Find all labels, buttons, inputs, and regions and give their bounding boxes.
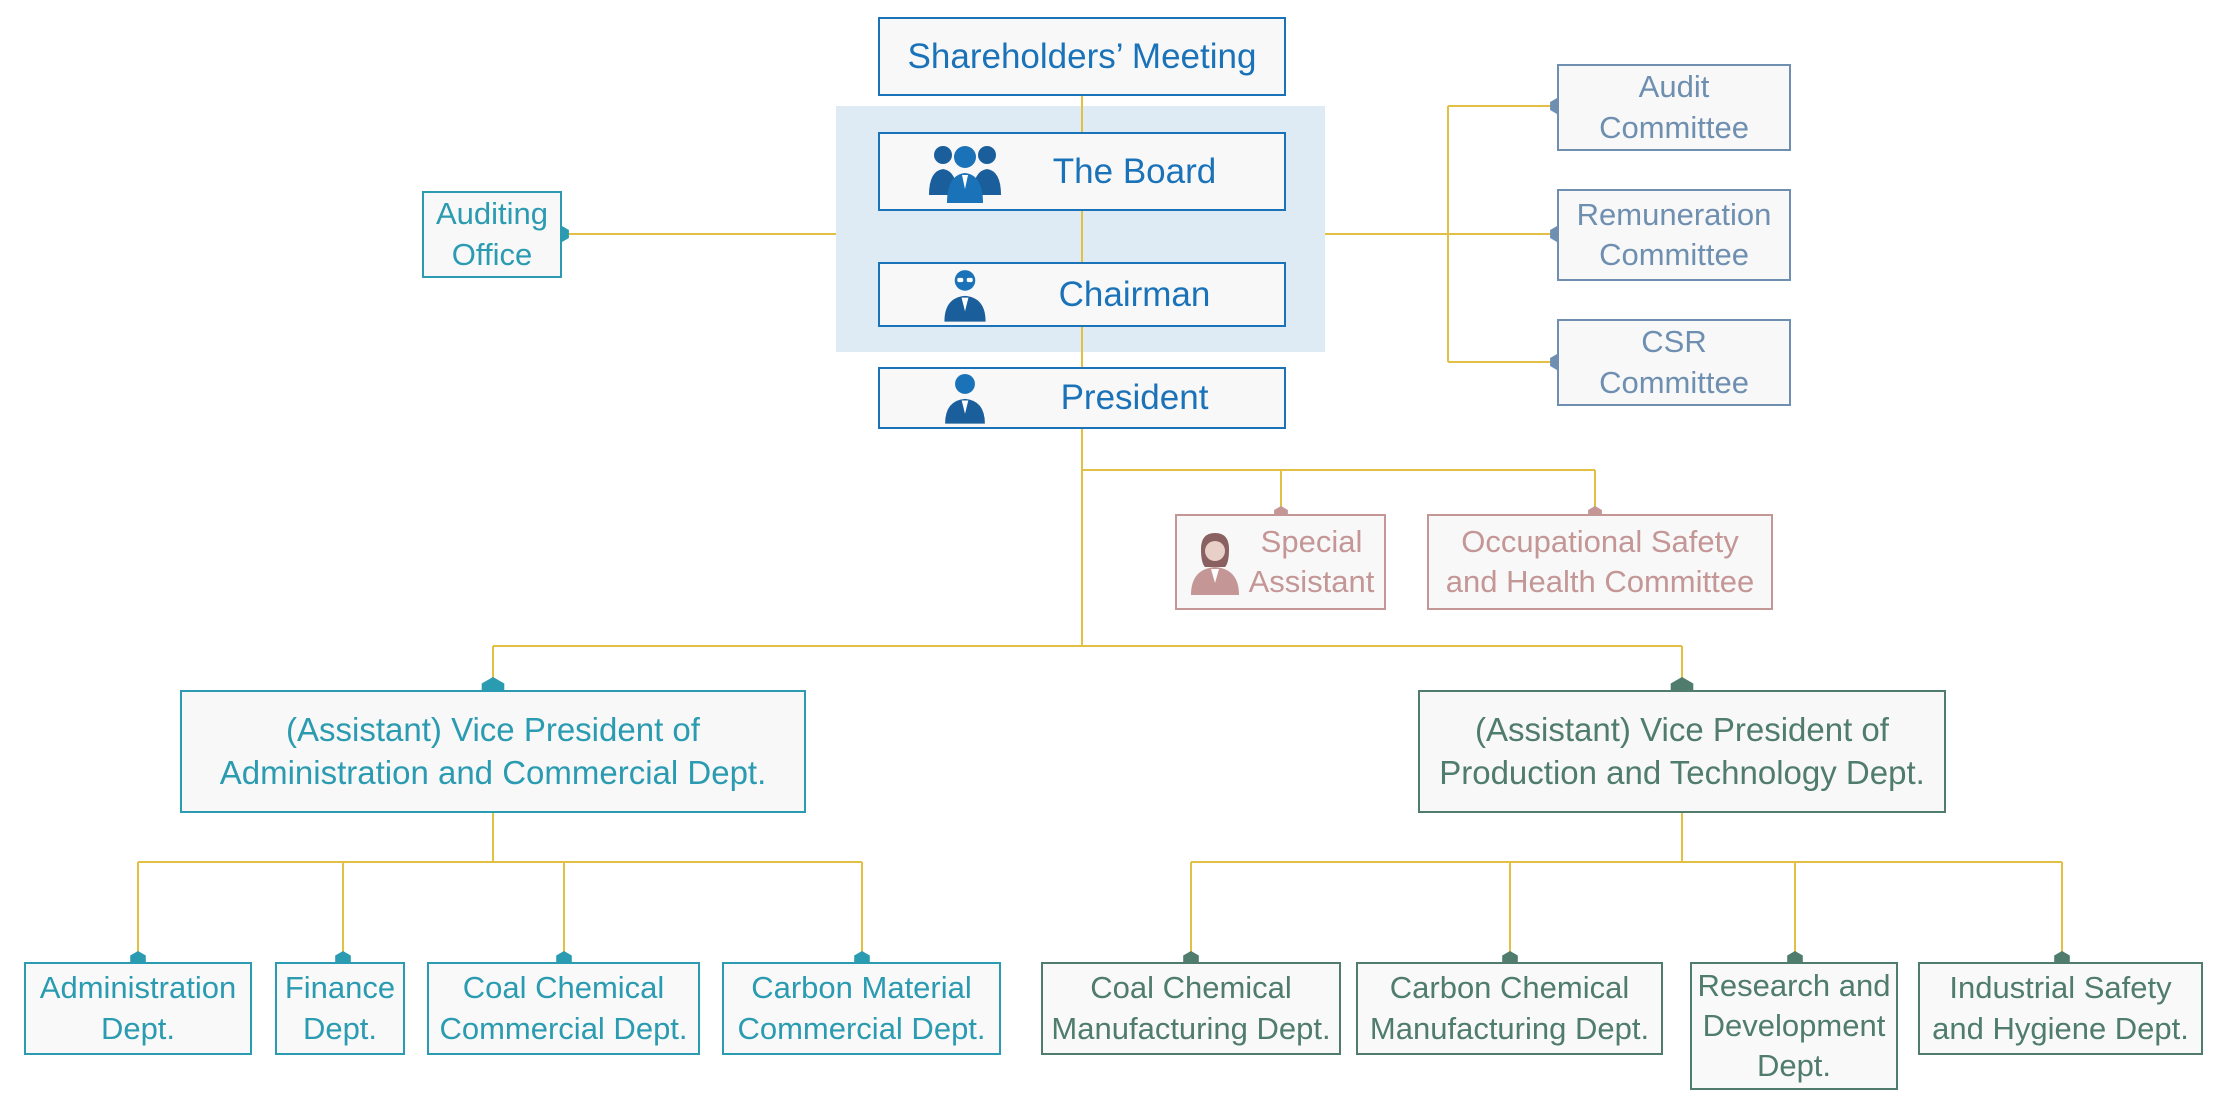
coal-chemical-commercial-dept-box[interactable]: Coal Chemical Commercial Dept. [427, 962, 700, 1055]
research-development-dept-box[interactable]: Research and Development Dept. [1690, 962, 1898, 1090]
special-assistant-label: Special Assistant [1248, 523, 1375, 599]
audit-committee-label: Audit Committee [1599, 69, 1749, 145]
chairman-label: Chairman [1058, 274, 1211, 314]
shareholders-meeting-label: Shareholders’ Meeting [907, 36, 1257, 76]
carbon-chemical-manufacturing-dept-label: Carbon Chemical Manufacturing Dept. [1369, 970, 1650, 1046]
industrial-safety-hygiene-dept-box[interactable]: Industrial Safety and Hygiene Dept. [1918, 962, 2203, 1055]
vp-production-technology-box[interactable]: (Assistant) Vice President of Production… [1418, 690, 1946, 813]
businessman-glasses-icon [944, 269, 986, 322]
osh-committee-label: Occupational Safety and Health Committee [1445, 523, 1755, 599]
shareholders-meeting-box[interactable]: Shareholders’ Meeting [878, 17, 1286, 96]
president-label: President [1060, 378, 1209, 418]
carbon-chemical-manufacturing-dept-box[interactable]: Carbon Chemical Manufacturing Dept. [1356, 962, 1663, 1055]
research-development-dept-label: Research and Development Dept. [1697, 967, 1891, 1084]
industrial-safety-hygiene-dept-label: Industrial Safety and Hygiene Dept. [1932, 970, 2189, 1046]
president-box[interactable]: President [878, 367, 1286, 429]
audit-committee-box[interactable]: Audit Committee [1557, 64, 1791, 151]
businesswoman-icon [1191, 533, 1239, 595]
businessman-icon [945, 373, 985, 424]
administration-dept-box[interactable]: Administration Dept. [24, 962, 252, 1055]
csr-committee-label: CSR Committee [1599, 324, 1749, 400]
administration-dept-label: Administration Dept. [39, 970, 237, 1046]
group-people-icon [929, 145, 1001, 203]
coal-chemical-manufacturing-dept-label: Coal Chemical Manufacturing Dept. [1051, 970, 1331, 1046]
finance-dept-label: Finance Dept. [284, 970, 396, 1046]
remuneration-committee-box[interactable]: Remuneration Committee [1557, 189, 1791, 281]
the-board-box[interactable]: The Board [878, 132, 1286, 211]
chairman-box[interactable]: Chairman [878, 262, 1286, 327]
auditing-office-label: Auditing Office [435, 196, 549, 272]
vp-production-technology-label: (Assistant) Vice President of Production… [1439, 710, 1925, 791]
special-assistant-box[interactable]: Special Assistant [1175, 514, 1386, 610]
vp-admin-commercial-label: (Assistant) Vice President of Administra… [219, 710, 767, 791]
the-board-label: The Board [1052, 151, 1217, 191]
csr-committee-box[interactable]: CSR Committee [1557, 319, 1791, 406]
osh-committee-box[interactable]: Occupational Safety and Health Committee [1427, 514, 1773, 610]
auditing-office-box[interactable]: Auditing Office [422, 191, 562, 278]
coal-chemical-manufacturing-dept-box[interactable]: Coal Chemical Manufacturing Dept. [1041, 962, 1341, 1055]
vp-admin-commercial-box[interactable]: (Assistant) Vice President of Administra… [180, 690, 806, 813]
coal-chemical-commercial-dept-label: Coal Chemical Commercial Dept. [439, 970, 688, 1046]
finance-dept-box[interactable]: Finance Dept. [275, 962, 405, 1055]
carbon-material-commercial-dept-box[interactable]: Carbon Material Commercial Dept. [722, 962, 1001, 1055]
carbon-material-commercial-dept-label: Carbon Material Commercial Dept. [737, 970, 986, 1046]
remuneration-committee-label: Remuneration Committee [1576, 196, 1772, 272]
